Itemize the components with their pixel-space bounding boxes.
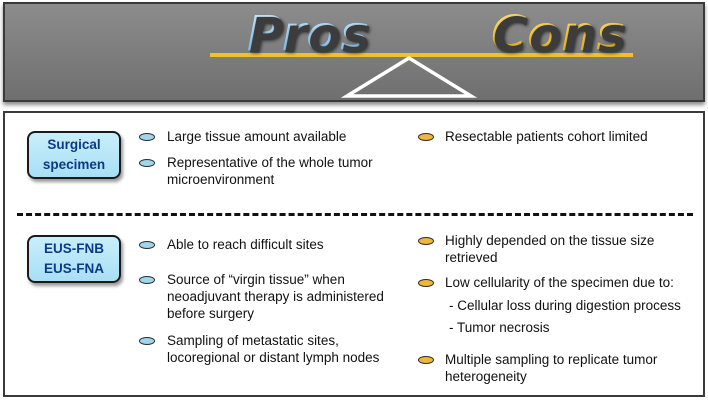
con-bullet-icon	[418, 279, 434, 287]
con-subitem: - Tumor necrosis	[449, 320, 550, 335]
method-label-line: Surgical	[47, 137, 101, 152]
pro-item: Source of “virgin tissue” when neoadjuva…	[167, 272, 384, 321]
con-item: Highly depended on the tissue size retri…	[445, 233, 655, 265]
pro-bullet-icon	[139, 159, 155, 167]
con-bullet-icon	[418, 356, 434, 364]
pro-bullet-icon	[139, 241, 155, 249]
pros-heading: Pros	[247, 6, 370, 62]
pro-item: Sampling of metastatic sites, locoregion…	[167, 333, 380, 365]
method-box-eus-fnb-fna: EUS-FNB EUS-FNA	[27, 235, 121, 283]
pro-item: Able to reach difficult sites	[167, 237, 324, 252]
scale-fulcrum	[340, 55, 478, 98]
method-box-surgical-specimen: Surgical specimen	[27, 131, 121, 179]
con-bullet-icon	[418, 237, 434, 245]
method-label-line: EUS-FNA	[44, 261, 104, 276]
comparison-panel: Surgical specimen Large tissue amount av…	[3, 111, 705, 397]
pro-item: Representative of the whole tumor microe…	[167, 155, 373, 187]
method-label-line: specimen	[42, 157, 106, 172]
pro-item: Large tissue amount available	[167, 129, 347, 144]
pro-bullet-icon	[139, 133, 155, 141]
method-label-line: EUS-FNB	[44, 241, 104, 256]
pro-bullet-icon	[139, 276, 155, 284]
pros-cons-banner: Pros Cons	[3, 2, 705, 102]
con-item: Resectable patients cohort limited	[445, 129, 648, 144]
section-divider	[17, 213, 693, 216]
con-item: Low cellularity of the specimen due to:	[445, 275, 674, 290]
con-subitem: - Cellular loss during digestion process	[449, 298, 681, 313]
con-item: Multiple sampling to replicate tumor het…	[445, 352, 658, 384]
con-bullet-icon	[418, 133, 434, 141]
cons-heading: Cons	[491, 6, 626, 62]
balance-scale-icon	[210, 53, 633, 98]
pro-bullet-icon	[139, 337, 155, 345]
